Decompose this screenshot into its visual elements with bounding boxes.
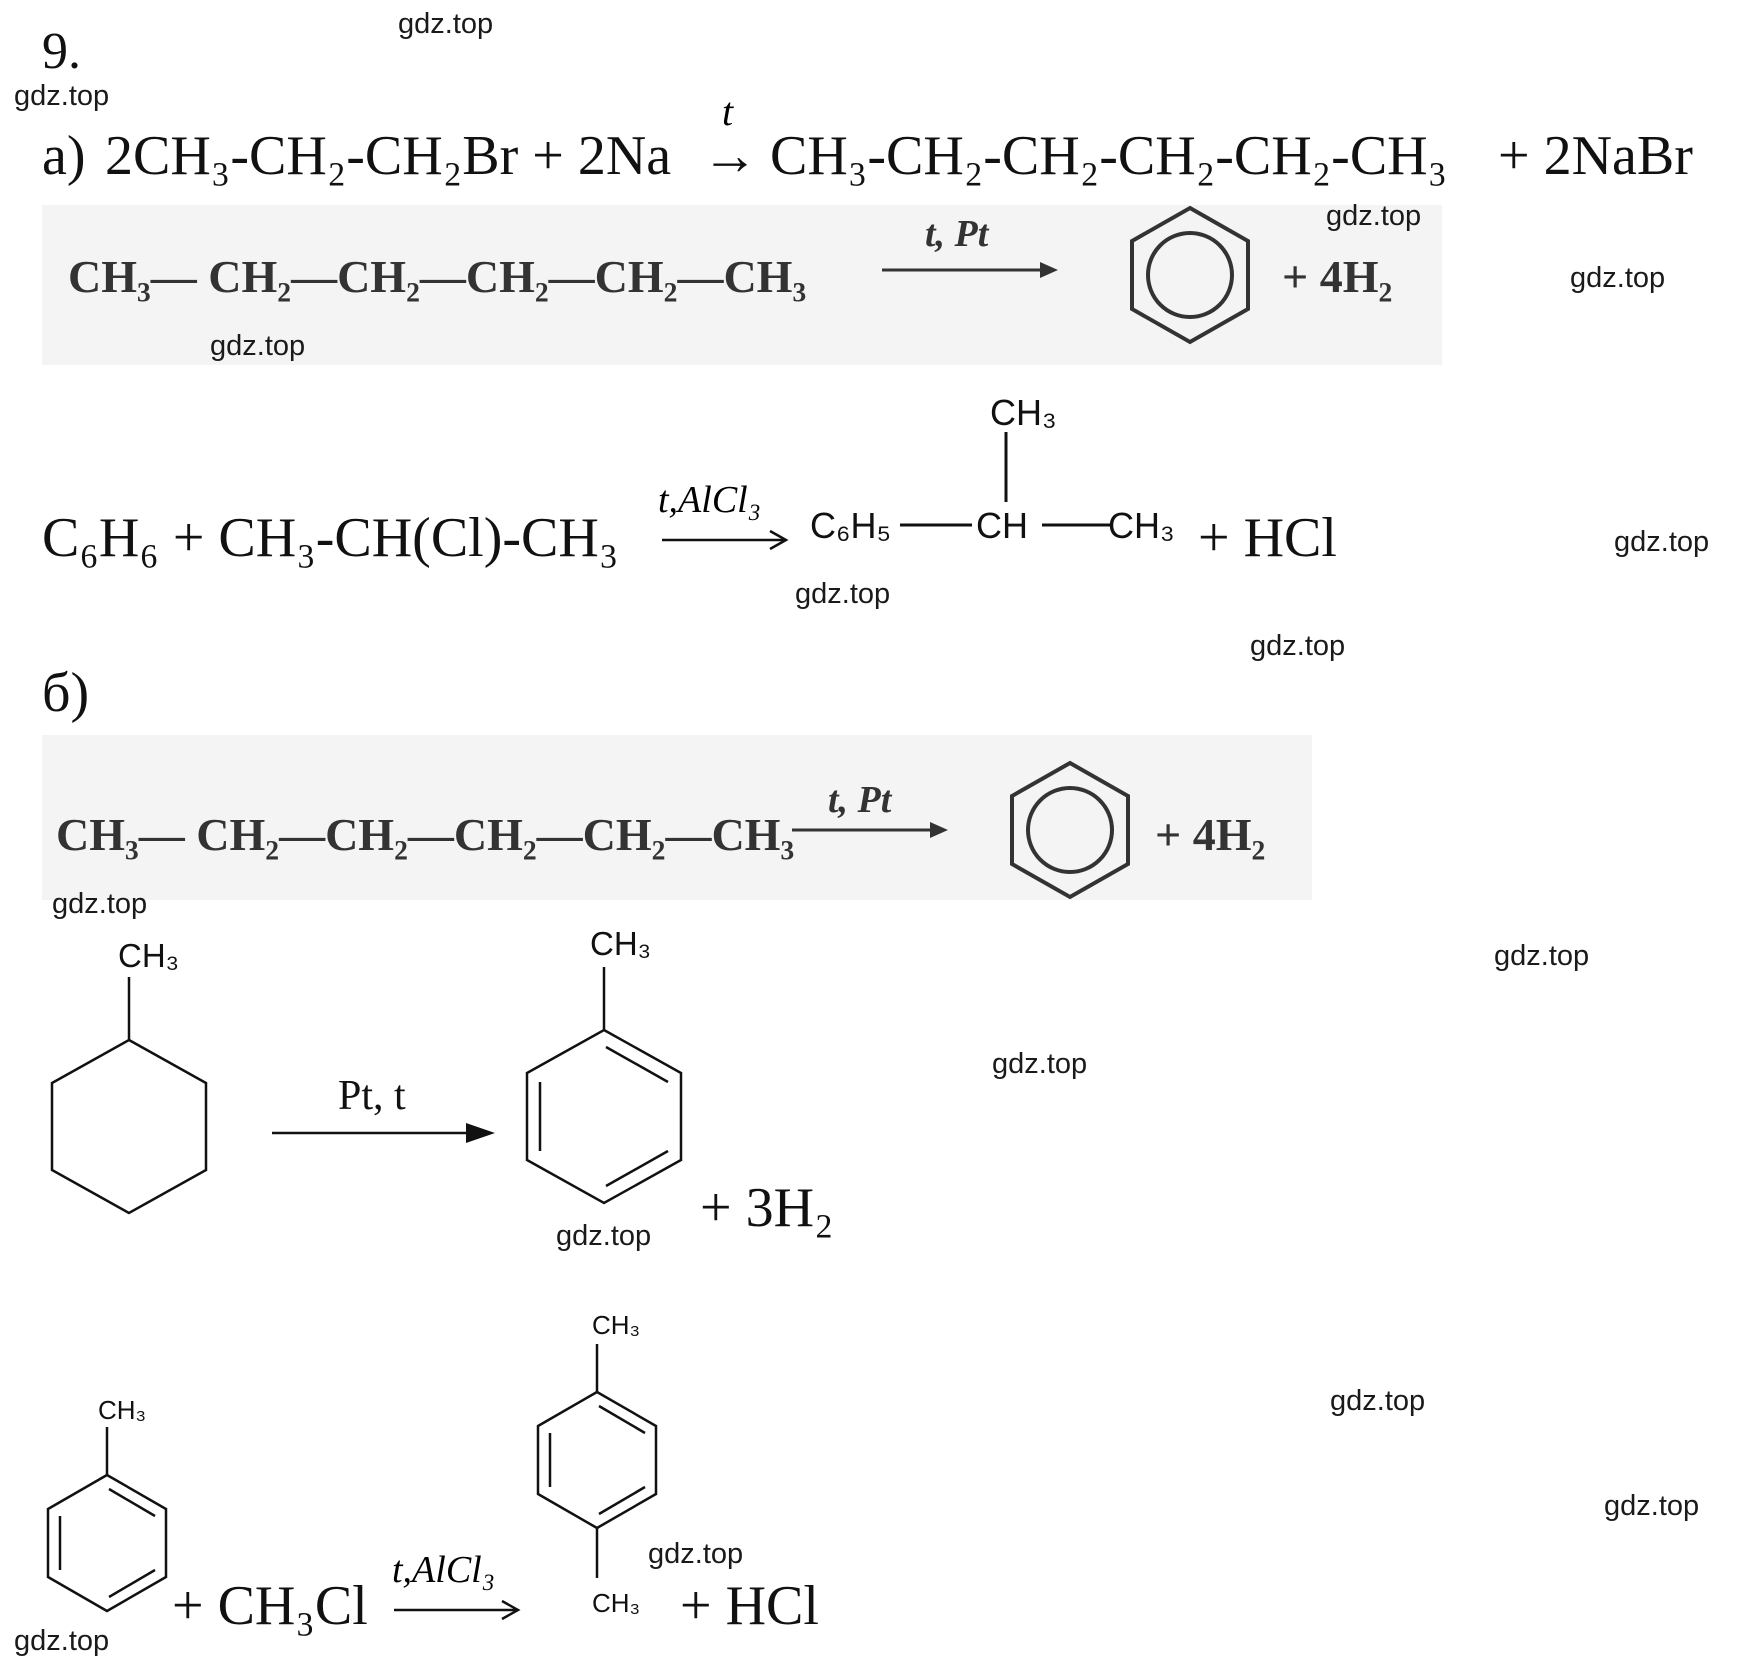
watermark: gdz.top (1604, 1490, 1700, 1522)
a-eq3-product-left: C₆H₅ (810, 505, 892, 546)
b-eq1-lhs: CH₃— CH₂—CH₂—CH₂—CH₂—CH₃ (56, 809, 795, 860)
a-eq3-product-bonds (900, 432, 1110, 527)
watermark: gdz.top (1614, 526, 1710, 558)
watermark: gdz.top (795, 578, 891, 610)
watermark: gdz.top (1494, 940, 1590, 972)
a-eq2-byproduct: + 4H₂ (1282, 251, 1393, 302)
problem-number: 9. (42, 23, 81, 80)
watermark: gdz.top (1570, 262, 1666, 294)
a-eq2-arrow (882, 262, 1058, 278)
watermark: gdz.top (1250, 630, 1346, 662)
b-eq2-arrow (272, 1123, 495, 1143)
b-eq2-condition: Pt, t (338, 1073, 406, 1119)
a-eq3-product-right: CH₃ (1108, 505, 1175, 546)
b-eq1-scan-strip (42, 735, 1312, 900)
a-eq1-rhs: CH₃-CH₂-CH₂-CH₂-CH₂-CH₃ (770, 125, 1448, 187)
a-eq2-benzene-icon (1130, 205, 1250, 345)
b-eq1-condition: t, Pt (828, 779, 892, 821)
b-eq1-benzene-icon (1010, 760, 1130, 900)
b-eq3-arrow (394, 1599, 521, 1621)
b-eq3-product-bottom-substituent: CH₃ (592, 1588, 641, 1618)
a-eq2-condition: t, Pt (925, 213, 989, 255)
a-eq3-lhs: C₆H₆ + CH₃-CH(Cl)-CH₃ (42, 507, 619, 569)
part-b-label: б) (42, 662, 90, 724)
a-eq3-arrow (662, 529, 789, 551)
watermark: gdz.top (398, 8, 494, 40)
b-eq1-arrow (792, 822, 948, 838)
b-eq2-reactant-substituent: CH₃ (118, 937, 180, 974)
b-eq1-byproduct: + 4H₂ (1155, 809, 1266, 860)
a-eq3-condition: t,AlCl₃ (658, 479, 761, 521)
b-eq2-toluene-icon (525, 967, 683, 1205)
b-eq2-cyclohexane-icon (50, 977, 208, 1215)
watermark: gdz.top (210, 330, 306, 362)
a-eq2-lhs: CH₃— CH₂—CH₂—CH₂—CH₂—CH₃ (68, 251, 807, 302)
a-eq1-arrow: → (702, 125, 758, 187)
watermark: gdz.top (1326, 200, 1422, 232)
b-eq2-byproduct: + 3H₂ (700, 1177, 834, 1239)
watermark: gdz.top (648, 1538, 744, 1570)
b-eq3-byproduct: + HCl (680, 1575, 819, 1637)
b-eq3-xylene-icon (536, 1344, 658, 1578)
watermark: gdz.top (556, 1220, 652, 1252)
b-eq2-product-substituent: CH₃ (590, 925, 652, 962)
b-eq3-toluene-icon (46, 1427, 168, 1613)
watermark: gdz.top (14, 1625, 110, 1657)
watermark: gdz.top (1330, 1385, 1426, 1417)
a-eq3-product-top: CH₃ (990, 392, 1057, 433)
b-eq3-product-top-substituent: CH₃ (592, 1310, 641, 1340)
part-a-label: а) (42, 125, 86, 187)
watermark: gdz.top (52, 888, 148, 920)
a-eq3-byproduct: + HCl (1198, 507, 1337, 569)
a-eq1-condition: t (722, 89, 734, 134)
a-eq2-scan-strip (42, 205, 1442, 365)
a-eq1-byproduct: + 2NaBr (1498, 125, 1693, 187)
watermark: gdz.top (992, 1048, 1088, 1080)
b-eq3-reactant-substituent: CH₃ (98, 1395, 147, 1425)
b-eq3-condition: t,AlCl₃ (392, 1549, 495, 1591)
a-eq1-lhs: 2CH₃-CH₂-CH₂Br + 2Na (105, 125, 672, 187)
b-eq3-reagent: + CH₃Cl (172, 1575, 368, 1637)
watermark: gdz.top (14, 80, 110, 112)
a-eq3-product-center: CH (976, 505, 1028, 546)
